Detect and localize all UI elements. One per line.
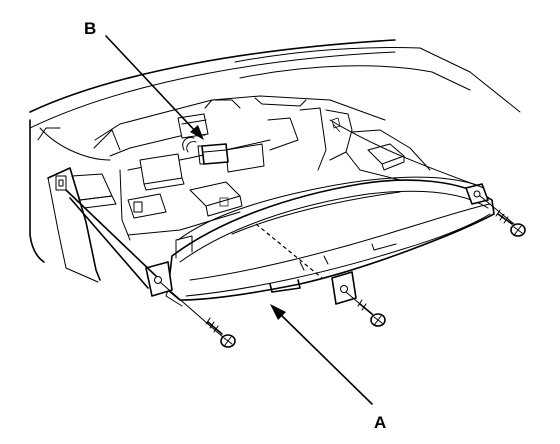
arrowhead-a bbox=[270, 304, 286, 320]
side-vent bbox=[367, 143, 405, 165]
arrowhead-b bbox=[190, 125, 204, 140]
module-box-center bbox=[225, 143, 265, 173]
internal-components bbox=[127, 113, 405, 219]
mount-hole-right bbox=[473, 190, 481, 198]
callout-a-label: A bbox=[374, 413, 386, 432]
mounting-screws bbox=[205, 209, 526, 348]
left-side-panel bbox=[47, 129, 121, 283]
leader-a bbox=[277, 311, 373, 405]
gauge-assembly bbox=[145, 176, 495, 307]
connector-b bbox=[182, 137, 229, 165]
connector-housing bbox=[189, 181, 241, 207]
screw-right-icon bbox=[495, 209, 526, 237]
clip-slot-inner bbox=[58, 179, 64, 187]
mount-hole-bottom bbox=[340, 285, 348, 293]
clip-slot bbox=[55, 175, 67, 191]
dashboard-outline bbox=[29, 39, 521, 263]
alignment-guides bbox=[65, 119, 515, 339]
leader-b bbox=[105, 35, 199, 135]
callout-b-label: B bbox=[84, 19, 96, 38]
leader-lines bbox=[105, 35, 373, 405]
screw-bottom-icon bbox=[357, 299, 386, 327]
dash-internal-frame bbox=[94, 95, 431, 241]
screw-left-icon bbox=[205, 317, 236, 348]
module-box-left bbox=[139, 153, 183, 185]
